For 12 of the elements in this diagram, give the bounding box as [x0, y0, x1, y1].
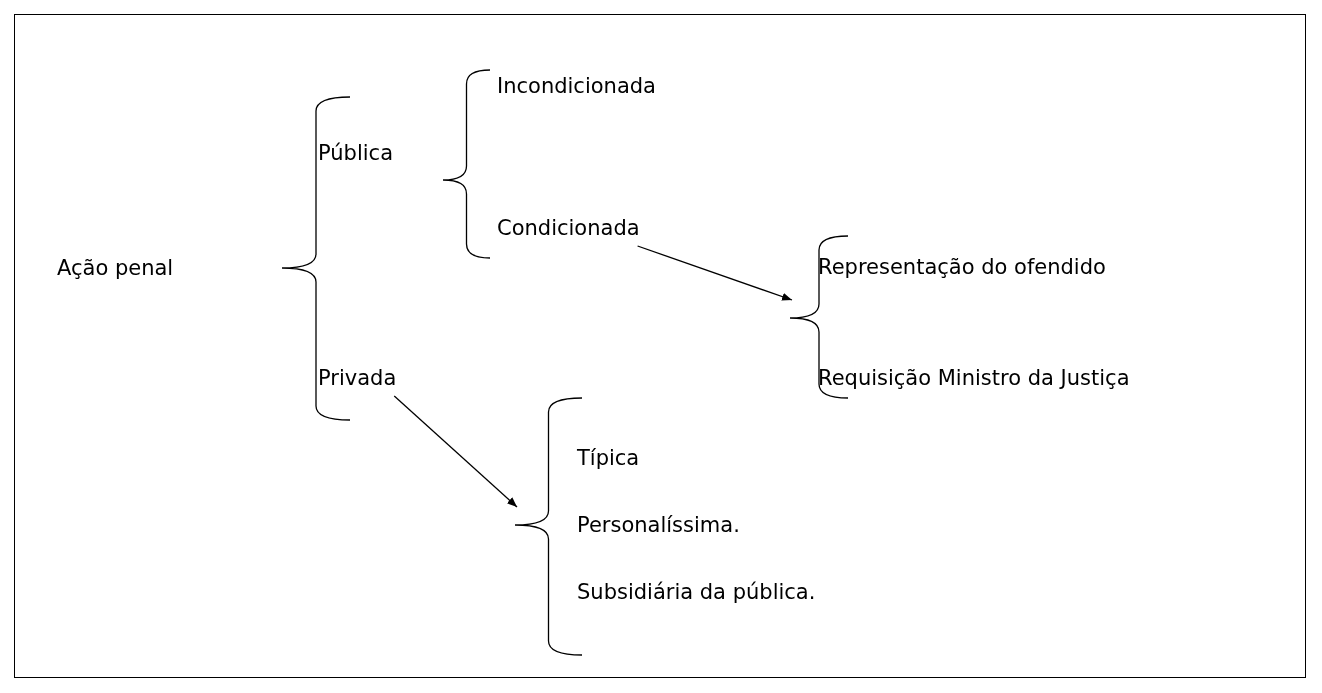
branch-label: Incondicionada	[497, 74, 656, 98]
branch-label: Requisição Ministro da Justiça	[818, 366, 1130, 390]
branch-label: Ação penal	[57, 256, 174, 280]
branch-label: Subsidiária da pública.	[577, 580, 816, 604]
arrow	[393, 395, 518, 508]
branch-label: Típica	[577, 446, 640, 470]
branch-label: Condicionada	[497, 216, 640, 240]
branch-label: Privada	[318, 366, 397, 390]
arrow	[636, 245, 793, 301]
branch-label: Representação do ofendido	[818, 255, 1106, 279]
branch-label: Personalíssima.	[577, 513, 740, 537]
branch-label: Pública	[318, 141, 394, 165]
